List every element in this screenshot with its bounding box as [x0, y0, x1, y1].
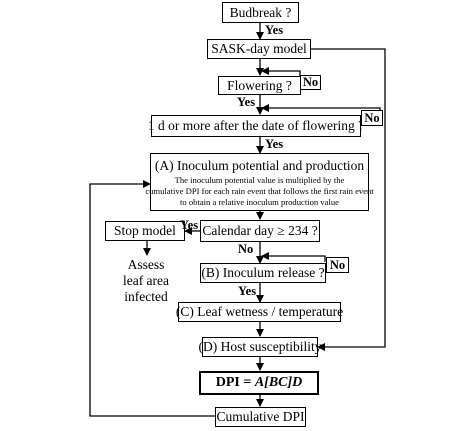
label-yes-budbreak: Yes [265, 23, 284, 37]
node-dpi-formula: DPI = A[BC]D [199, 371, 319, 395]
assess-line-3: infected [124, 289, 168, 304]
label-no-flowering: No [300, 75, 321, 90]
dpi-expression: A[BC]D [254, 375, 303, 390]
node-flowering: Flowering ? [218, 76, 301, 95]
node-inoculum-potential: (A) Inoculum potential and production Th… [145, 153, 374, 211]
inoculum-note-line-3: to obtain a relative inoculum production… [180, 196, 339, 207]
label-yes-flowering: Yes [237, 95, 256, 109]
assess-line-2: leaf area [122, 273, 170, 288]
assess-line-1: Assess [127, 257, 165, 272]
node-calendar-day: Calendar day ≥ 234 ? [200, 220, 320, 242]
label-no-calendar: No [238, 242, 254, 256]
label-yes-calendar: Yes [180, 218, 199, 232]
node-assess-leaf-area: Assess leaf area infected [103, 257, 189, 305]
node-cumulative-dpi: Cumulative DPI [215, 407, 306, 427]
node-stop-model: Stop model [105, 221, 185, 241]
label-yes-release: Yes [238, 284, 257, 298]
label-no-release: No [326, 257, 349, 273]
inoculum-title: (A) Inoculum potential and production [154, 157, 365, 173]
edge-sask-host [310, 48, 386, 351]
node-inoculum-release: (B) Inoculum release ? [200, 263, 326, 283]
node-budbreak: Budbreak ? [222, 2, 299, 23]
inoculum-note-line-2: cumulative DPI for each rain event that … [145, 185, 374, 196]
edge-cumulative-inoculum [89, 180, 215, 417]
dpi-prefix: DPI = [215, 375, 255, 390]
label-yes-after-flowering: Yes [265, 137, 284, 151]
label-no-after-flowering: No [361, 110, 383, 126]
node-leaf-wetness: (C) Leaf wetness / temperature [176, 302, 343, 322]
node-after-flowering: 1 d or more after the date of flowering … [148, 115, 364, 137]
edge-release-no [261, 252, 326, 262]
inoculum-note-line-1: The inoculum potential value is multipli… [174, 174, 345, 185]
node-host-susceptibility: (D) Host susceptibility [199, 337, 322, 357]
node-sask-day-model: SASK-day model [207, 39, 311, 59]
